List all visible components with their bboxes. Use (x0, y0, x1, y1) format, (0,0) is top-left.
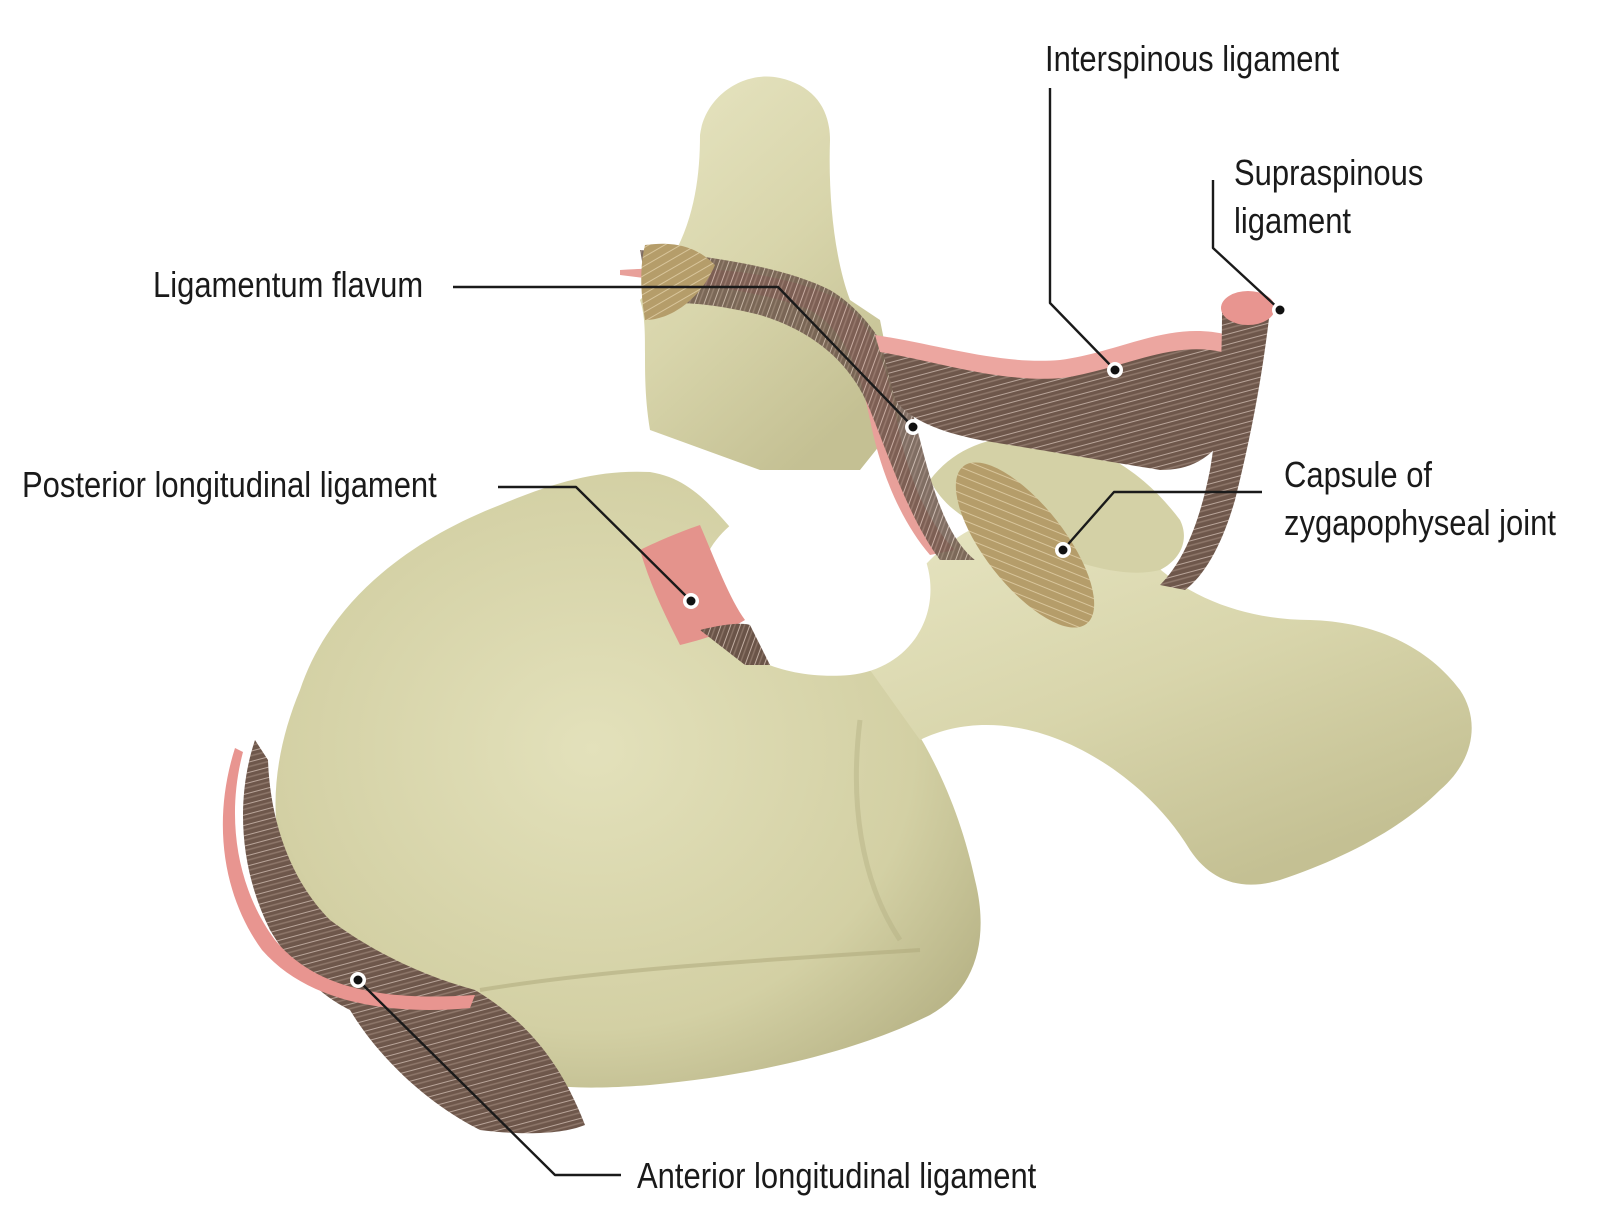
zygapophyseal-capsule-shape (955, 462, 1095, 628)
label-capsule-line1: Capsule of (1284, 454, 1433, 495)
leader-dot-interspinous (1107, 362, 1123, 378)
label-posterior-longitudinal-ligament: Posterior longitudinal ligament (22, 464, 437, 505)
leader-supraspinous (1211, 180, 1281, 311)
vertebral-foramen (701, 495, 931, 676)
body-shading-2 (853, 719, 903, 942)
posterior-longitudinal-fibers (700, 623, 770, 665)
leader-dot-capsule (1055, 542, 1071, 558)
leader-dot-posterior (683, 593, 699, 609)
leader-posterior (498, 485, 692, 602)
interspinous-ligament-edge (875, 331, 1228, 379)
label-capsule-line2: zygapophyseal joint (1284, 502, 1556, 543)
leader-capsule (1062, 490, 1262, 551)
leader-interspinous (1048, 88, 1116, 371)
body-shading (479, 948, 921, 992)
posterior-longitudinal-ligament-shape (640, 525, 745, 645)
label-ligamentum-flavum: Ligamentum flavum (153, 264, 424, 305)
leader-flavum (453, 285, 914, 428)
leader-anterior (357, 979, 621, 1177)
upper-capsule-shape (641, 243, 715, 320)
lamina (870, 510, 1472, 885)
label-anterior-longitudinal-ligament: Anterior longitudinal ligament (637, 1155, 1037, 1196)
label-supraspinous-ligament-line1: Supraspinous (1234, 152, 1424, 193)
label-interspinous-ligament: Interspinous ligament (1045, 38, 1340, 79)
leader-dot-supraspinous (1272, 302, 1288, 318)
supraspinous-cut-end (1221, 291, 1275, 325)
supraspinous-ligament-shape (1160, 310, 1270, 590)
leader-dot-anterior (350, 972, 366, 988)
leader-dot-flavum (905, 419, 921, 435)
anterior-longitudinal-ligament-fibers (243, 740, 585, 1134)
label-supraspinous-ligament-line2: ligament (1234, 200, 1352, 241)
